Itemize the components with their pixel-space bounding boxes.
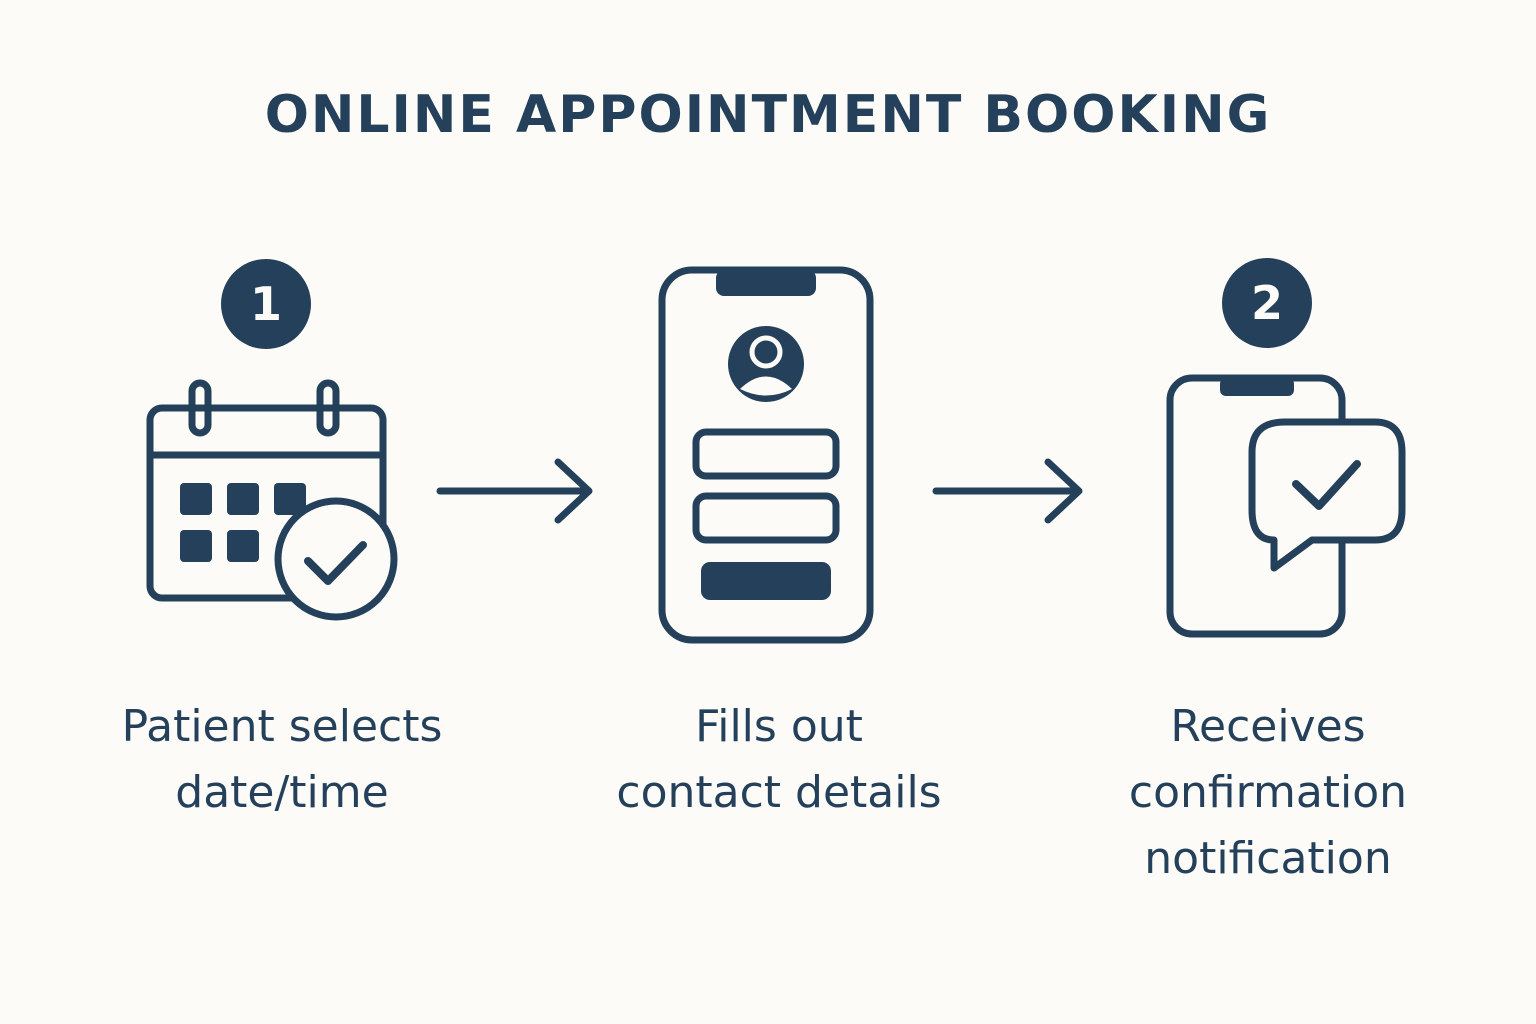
step-3-caption-line: Receives (1170, 701, 1366, 752)
page-title: ONLINE APPOINTMENT BOOKING (264, 85, 1272, 145)
phone-form-icon (658, 266, 874, 644)
step-3-caption-line: confirmation (1128, 767, 1408, 818)
phone-chat-check-icon (1166, 374, 1406, 638)
step-1-caption-line: Patient selects (121, 701, 443, 752)
step-3-caption: Receives confirmation notification (1058, 694, 1478, 892)
step-3-caption-line: notification (1144, 833, 1392, 884)
step-2-caption: Fills out contact details (569, 694, 989, 826)
step-1-badge: 1 (221, 259, 311, 349)
arrow-right-icon (932, 458, 1083, 524)
step-1-caption: Patient selects date/time (72, 694, 492, 826)
step-2-caption-line: contact details (616, 767, 942, 818)
calendar-check-icon (146, 379, 398, 621)
arrow-right-icon (436, 458, 593, 524)
step-1-caption-line: date/time (175, 767, 389, 818)
step-2-caption-line: Fills out (695, 701, 863, 752)
step-2-badge: 2 (1222, 258, 1312, 348)
